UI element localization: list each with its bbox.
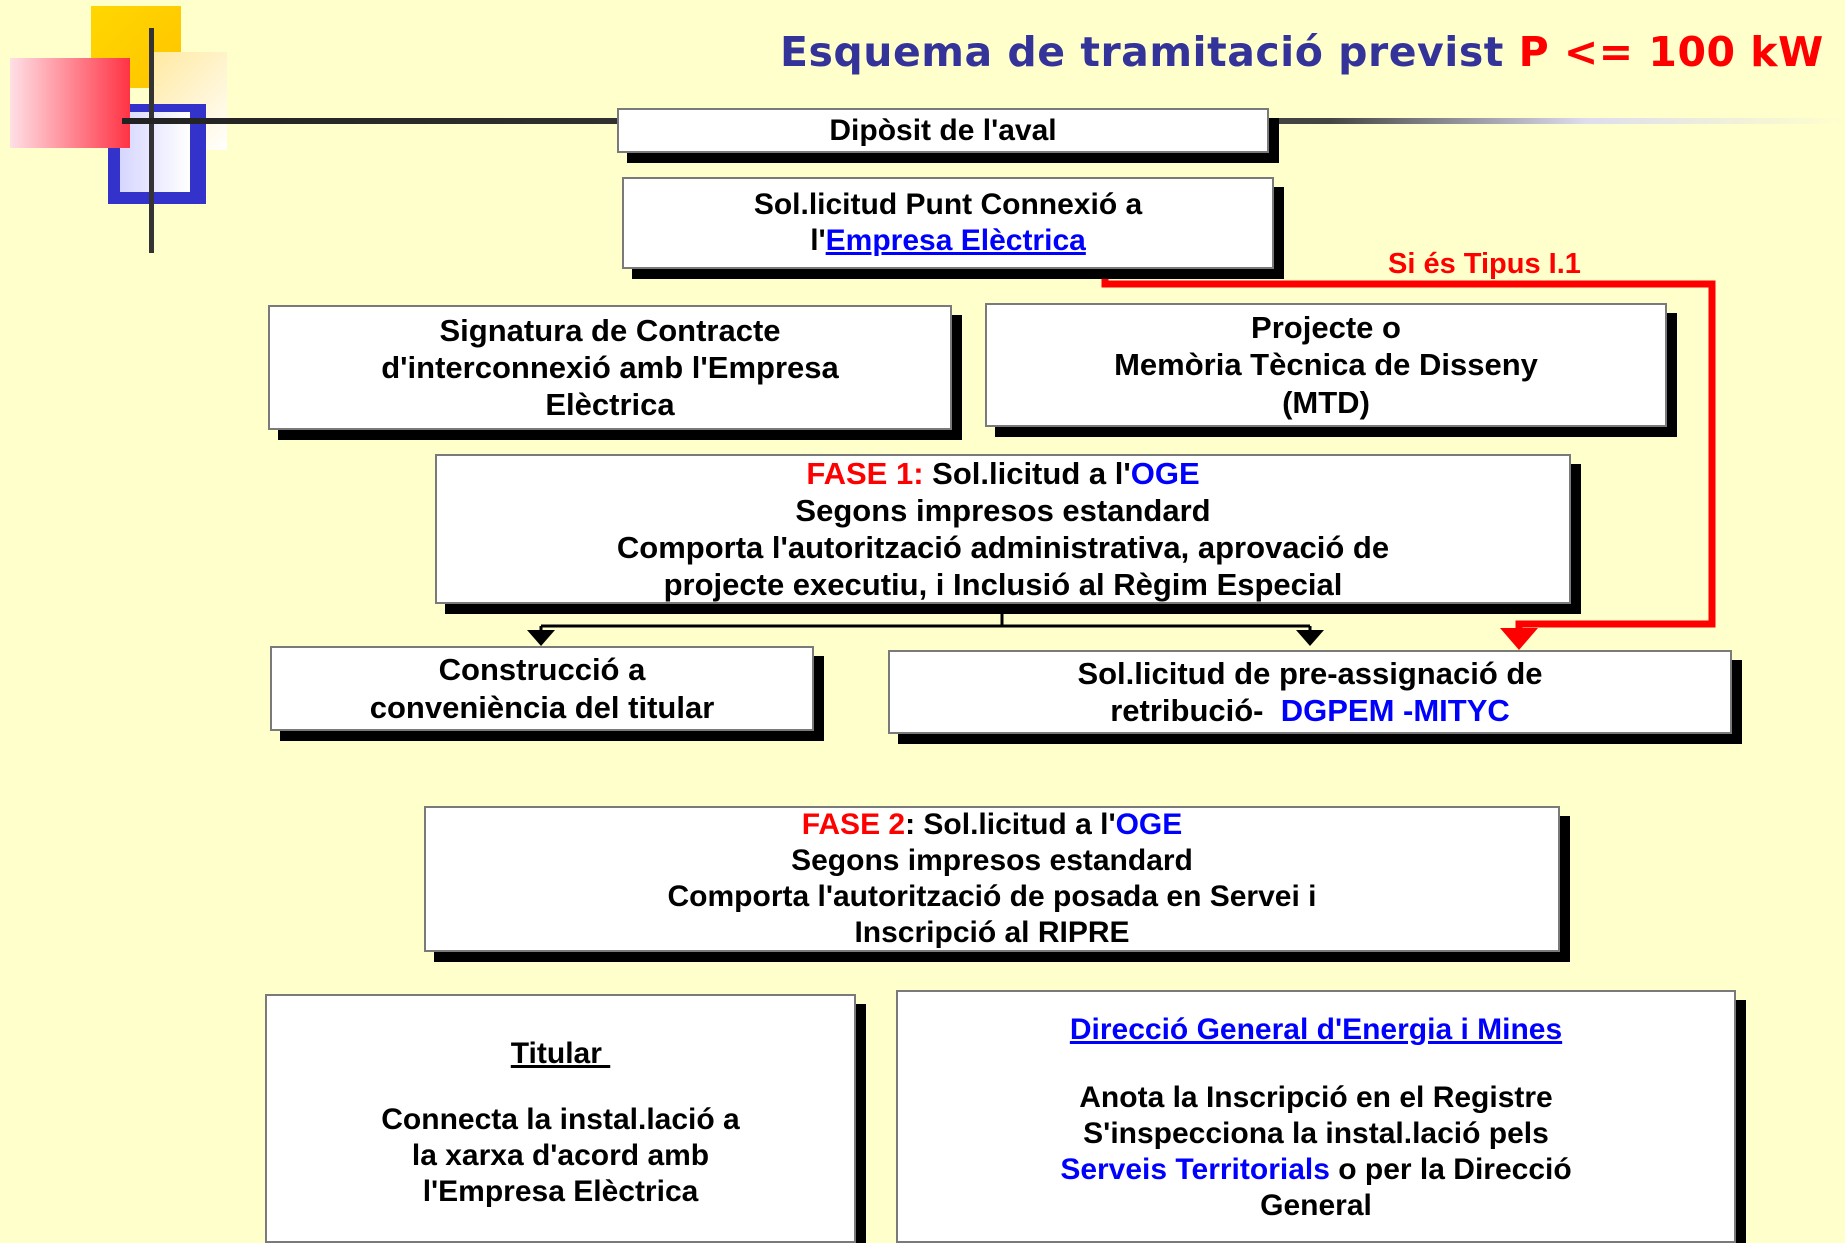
arrowhead-preassignacio [1296, 630, 1324, 646]
fase2-line3: Comporta l'autorització de posada en Ser… [667, 880, 1317, 913]
construccio-line1: Construcció a [438, 652, 646, 688]
box-fase1: FASE 1: Sol.licitud a l'OGE Segons impre… [435, 454, 1571, 604]
fase1-line1: FASE 1: Sol.licitud a l'OGE [806, 455, 1199, 492]
direccio-line2: S'inspecciona la instal.lació pels [1083, 1117, 1549, 1150]
box-diposit-aval: Dipòsit de l'aval [617, 108, 1269, 153]
page-title: Esquema de tramitació previst P <= 100 k… [780, 28, 1845, 76]
fase2-oge: OGE [1115, 808, 1183, 841]
tipus-label: Si és Tipus I.1 [1388, 248, 1581, 280]
fase1-label: FASE 1: [806, 455, 924, 491]
red-arrowhead [1500, 628, 1538, 650]
contracte-line3: Elèctrica [545, 387, 675, 423]
title-highlight: P <= 100 kW [1518, 28, 1824, 76]
fase1-line2: Segons impresos estandard [795, 492, 1211, 528]
fase2-label: FASE 2 [801, 808, 906, 841]
box-contracte: Signatura de Contracte d'interconnexió a… [268, 305, 952, 430]
arrowhead-construccio [527, 630, 555, 646]
deco-red-square [10, 58, 130, 148]
fase1-line4: projecte executiu, i Inclusió al Règim E… [663, 567, 1343, 603]
box-punt-connexio: Sol.licitud Punt Connexió a l'Empresa El… [622, 177, 1274, 269]
projecte-line1: Projecte o [1251, 310, 1401, 346]
direccio-general-link[interactable]: Direcció General d'Energia i Mines [1069, 1013, 1563, 1046]
deco-vertical-line [149, 28, 154, 253]
preassignacio-line2: retribució- DGPEM -MITYC [1110, 692, 1510, 729]
contracte-line2: d'interconnexió amb l'Empresa [381, 349, 839, 385]
fase1-oge: OGE [1130, 455, 1200, 491]
direccio-line4: General [1260, 1189, 1372, 1222]
contracte-line1: Signatura de Contracte [439, 312, 781, 348]
empresa-electrica-link[interactable]: Empresa Elèctrica [825, 224, 1086, 257]
preassignacio-line1: Sol.licitud de pre-assignació de [1077, 655, 1543, 691]
fase1-text1: Sol.licitud a l' [923, 455, 1131, 491]
direccio-line3-rest: o per la Direcció [1329, 1153, 1572, 1186]
punt-connexio-prefix: l' [810, 224, 826, 257]
box-fase2: FASE 2: Sol.licitud a l'OGE Segons impre… [424, 806, 1560, 952]
box-direccio-general: Direcció General d'Energia i Mines Anota… [896, 990, 1736, 1243]
projecte-line2: Memòria Tècnica de Disseny [1114, 347, 1538, 383]
fase2-line1: FASE 2: Sol.licitud a l'OGE [802, 807, 1183, 843]
preassignacio-prefix: retribució- [1110, 693, 1281, 728]
box-preassignacio: Sol.licitud de pre-assignació de retribu… [888, 650, 1732, 734]
diposit-aval-text: Dipòsit de l'aval [829, 113, 1057, 147]
punt-connexio-line2: l'Empresa Elèctrica [810, 223, 1086, 259]
preassignacio-dgpem: DGPEM -MITYC [1280, 693, 1510, 728]
punt-connexio-line1: Sol.licitud Punt Connexió a [753, 188, 1143, 221]
box-construccio: Construcció a conveniència del titular [270, 646, 814, 731]
fase1-line3: Comporta l'autorització administrativa, … [616, 530, 1390, 565]
fase2-text1: : Sol.licitud a l' [905, 808, 1116, 841]
construccio-line2: conveniència del titular [369, 689, 715, 725]
titular-heading: Titular [510, 1037, 611, 1070]
box-projecte: Projecte o Memòria Tècnica de Disseny (M… [985, 303, 1667, 427]
titular-line2: la xarxa d'acord amb [411, 1139, 710, 1172]
fase2-line2: Segons impresos estandard [791, 844, 1193, 877]
direccio-line3: Serveis Territorials o per la Direcció [1060, 1152, 1571, 1188]
title-main: Esquema de tramitació previst [780, 28, 1519, 76]
direccio-line1: Anota la Inscripció en el Registre [1079, 1081, 1553, 1114]
box-titular: Titular Connecta la instal.lació a la xa… [265, 994, 856, 1243]
titular-line3: l'Empresa Elèctrica [422, 1175, 699, 1208]
titular-line1: Connecta la instal.lació a [381, 1103, 740, 1136]
projecte-line3: (MTD) [1282, 384, 1370, 420]
serveis-territorials: Serveis Territorials [1060, 1153, 1330, 1186]
fase2-line4: Inscripció al RIPRE [854, 916, 1130, 949]
deco-blue-inner-square [120, 112, 190, 192]
red-connector-line [1101, 255, 1716, 638]
